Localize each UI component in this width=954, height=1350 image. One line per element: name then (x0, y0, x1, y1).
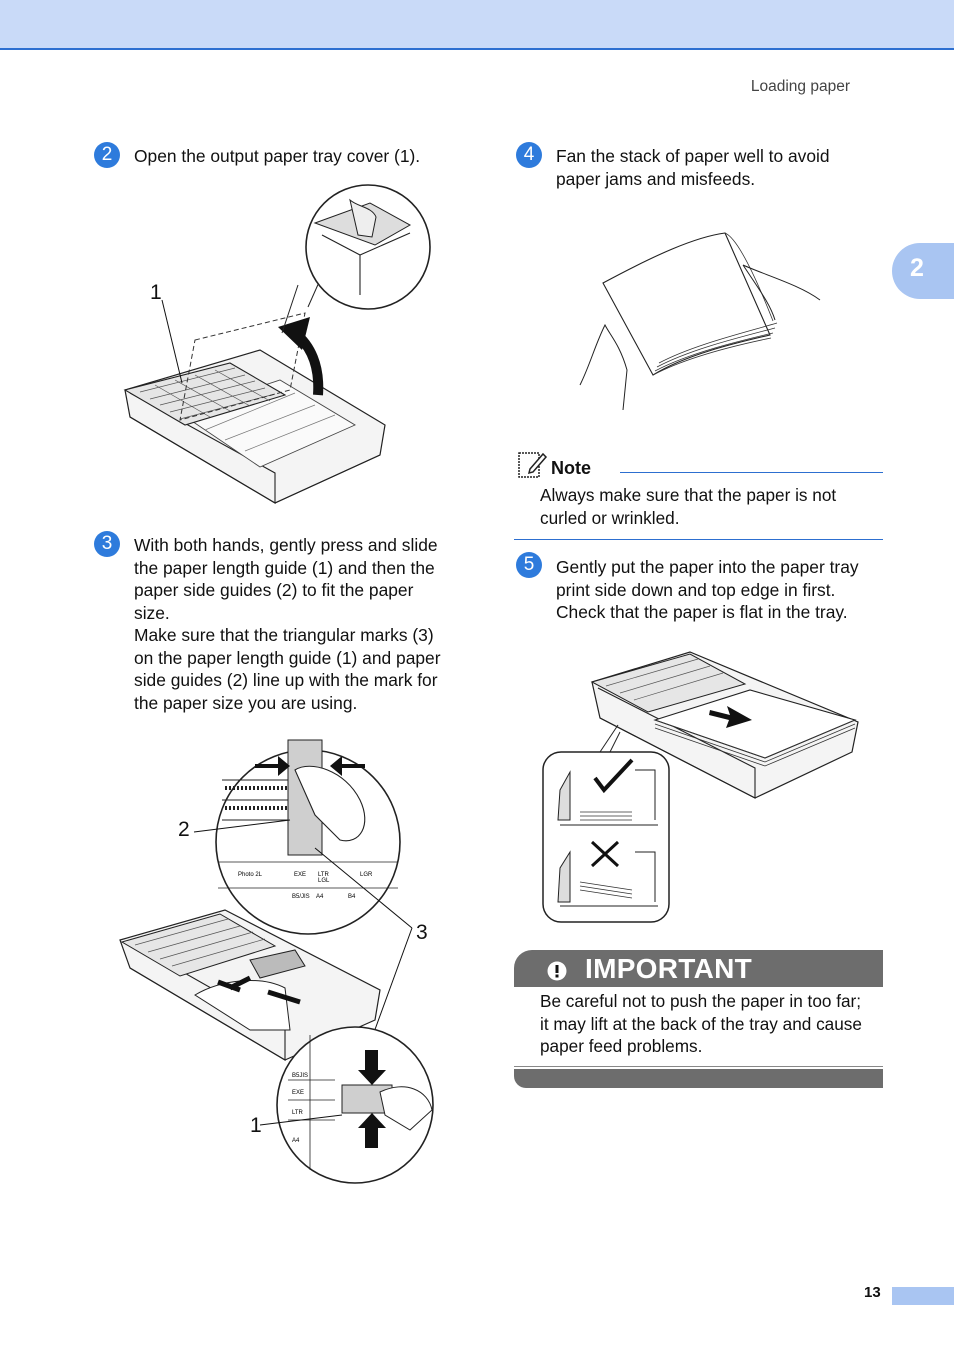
note-line: curled or wrinkled. (540, 507, 680, 528)
chapter-tab: 2 (892, 243, 954, 299)
important-rule (514, 1066, 883, 1067)
alert-icon (547, 961, 567, 981)
step-3-line: size. (134, 602, 170, 623)
zoom-label-b5jis: B5JIS (292, 1073, 308, 1079)
running-header: Loading paper (750, 78, 850, 95)
tray-label-exe: EXE (294, 872, 306, 878)
top-band (0, 0, 954, 50)
step-2-text: Open the output paper tray cover (1). (134, 146, 421, 166)
callout-2-side-guide: 2 (178, 818, 190, 841)
zoom-label-exe: EXE (292, 1090, 304, 1096)
important-line: Be careful not to push the paper in too … (540, 991, 862, 1011)
step-5-badge: 5 (516, 552, 542, 578)
zoom-label-ltr: LTR (292, 1110, 304, 1116)
note-text: Always make sure that the paper is not c… (540, 484, 880, 529)
note-rule-bottom (514, 539, 883, 540)
note-rule-top (620, 472, 883, 473)
figure-load-paper (542, 651, 859, 923)
step-4-line: Fan the stack of paper well to avoid (556, 146, 830, 166)
step-2-badge: 2 (94, 142, 120, 168)
callout-1-length-guide: 1 (250, 1114, 262, 1137)
tray-label-b5jis: B5/JIS (292, 894, 310, 900)
figure-fan-paper-stack (579, 232, 821, 411)
important-line: it may lift at the back of the tray and … (540, 1013, 862, 1034)
step-3-line: on the paper length guide (1) and paper (134, 647, 441, 668)
chapter-number: 2 (910, 254, 924, 282)
step-3-line: Make sure that the triangular marks (3) (134, 625, 434, 645)
step-4-text: Fan the stack of paper well to avoid pap… (556, 145, 886, 190)
page-number: 13 (864, 1284, 881, 1301)
callout-1-output-cover: 1 (150, 281, 162, 304)
important-footer-bar (514, 1069, 883, 1088)
figure-adjust-paper-guides: Photo 2L EXE LTR LGL LGR B5/JIS A4 B4 B5… (119, 739, 434, 1184)
tray-label-lgr: LGR (360, 872, 373, 878)
tray-label-lgl: LGL (318, 878, 330, 884)
step-5-line: Gently put the paper into the paper tray (556, 557, 859, 577)
callout-3-triangle-mark: 3 (416, 921, 428, 944)
important-line: paper feed problems. (540, 1036, 703, 1056)
tray-label-b4: B4 (348, 894, 356, 900)
step-5-text: Gently put the paper into the paper tray… (556, 556, 886, 624)
tray-label-ltr: LTR (318, 872, 330, 878)
tray-label-photo-2l: Photo 2L (238, 872, 263, 878)
zoom-label-a4: A4 (292, 1138, 300, 1144)
figure-open-output-tray-cover (123, 184, 431, 504)
important-title: IMPORTANT (585, 953, 753, 984)
note-line: Always make sure that the paper is not (540, 485, 837, 505)
note-icon (518, 452, 548, 478)
page-tab (892, 1287, 954, 1305)
step-3-line: side guides (2) line up with the mark fo… (134, 670, 438, 690)
step-5-line: print side down and top edge in first. (556, 579, 836, 600)
step-3-text: With both hands, gently press and slide … (134, 534, 464, 714)
tray-label-a4: A4 (316, 894, 324, 900)
important-text: Be careful not to push the paper in too … (540, 990, 885, 1058)
step-4-line: paper jams and misfeeds. (556, 168, 756, 189)
step-3-line: paper side guides (2) to fit the paper (134, 580, 414, 600)
step-3-badge: 3 (94, 531, 120, 557)
important-header-bar (514, 950, 883, 987)
step-3-line: the paper size you are using. (134, 692, 358, 713)
note-title: Note (551, 458, 591, 478)
step-3-line: With both hands, gently press and slide (134, 535, 438, 555)
step-5-line: Check that the paper is flat in the tray… (556, 602, 848, 622)
step-4-badge: 4 (516, 142, 542, 168)
step-3-line: the paper length guide (1) and then the (134, 557, 435, 578)
